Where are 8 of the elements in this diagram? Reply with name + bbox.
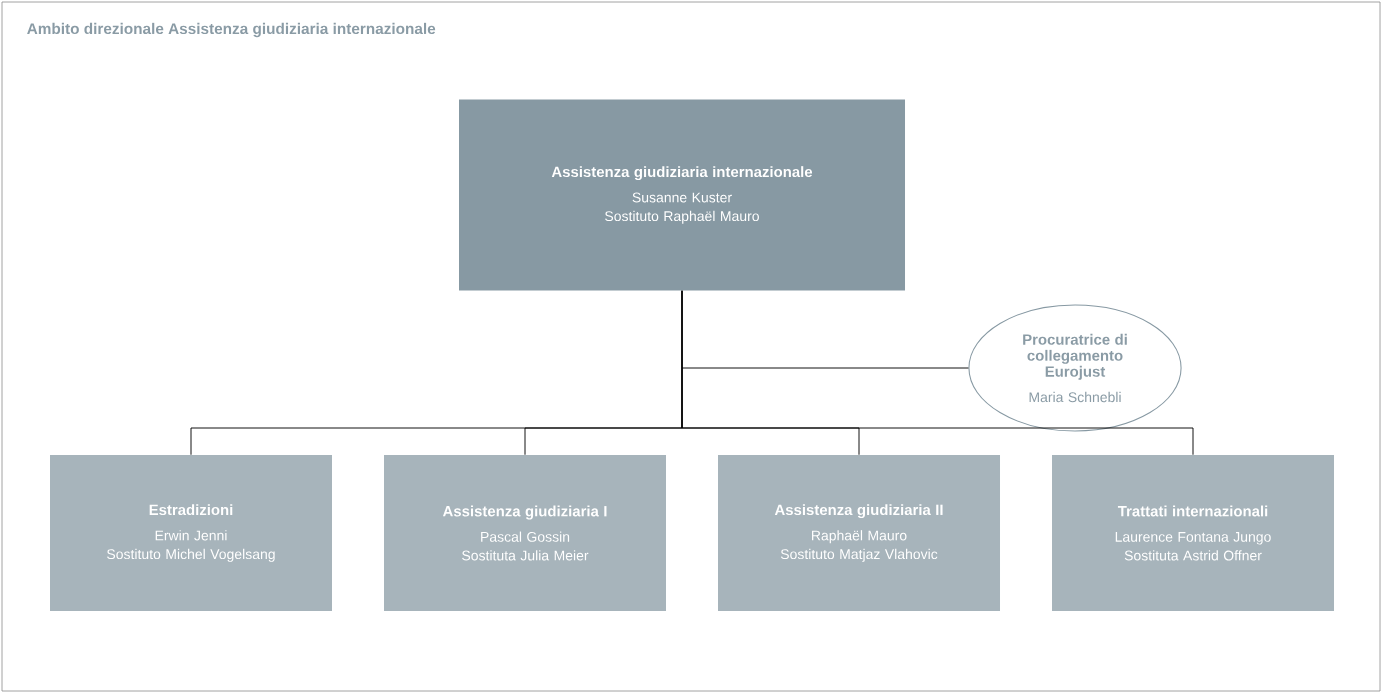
- connector-line: [681, 290, 1194, 456]
- unit-box: Trattati internazionali Laurence Fontana Jungo Sostituta Astrid Offner: [1052, 455, 1334, 611]
- office-box: Assistenza giudiziaria internazionale Susanne Kuster Sostituto Raphaël Mauro: [459, 99, 905, 291]
- connector-line: [681, 367, 969, 369]
- title: Ambito direzionale Assistenza giudiziaria internazionale: [27, 22, 436, 38]
- unit-box: Estradizioni Erwin Jenni Sostituto Michel Vogelsang: [50, 455, 332, 611]
- unit-box: Assistenza giudiziaria I Pascal Gossin Sostituta Julia Meier: [384, 455, 666, 611]
- unit-box: Assistenza giudiziaria II Raphaël Mauro Sostituto Matjaz Vlahovic: [718, 455, 1000, 611]
